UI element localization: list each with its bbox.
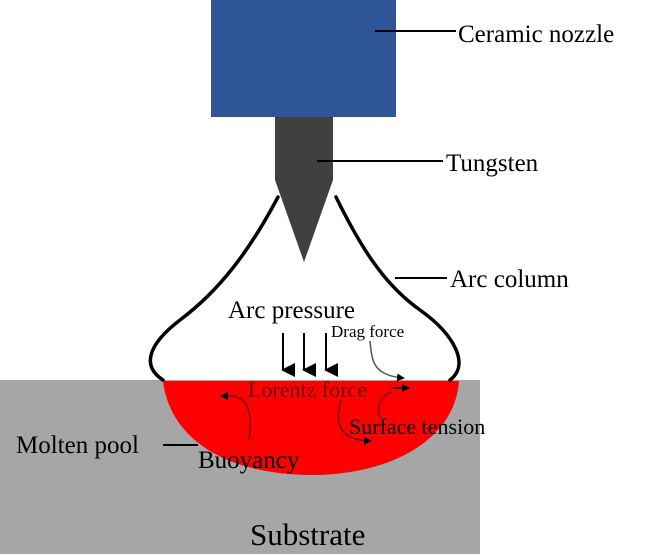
- molten-pool: [163, 381, 459, 475]
- arc-column-left: [148, 195, 280, 382]
- arc-column-right: [334, 195, 461, 382]
- drag-force-arrow: [369, 340, 405, 382]
- flow-arrow-right: [337, 399, 372, 445]
- label-molten-pool: Molten pool: [16, 432, 139, 459]
- label-ceramic-nozzle: Ceramic nozzle: [458, 21, 614, 48]
- label-drag-force: Drag force: [331, 322, 404, 341]
- label-arc-pressure: Arc pressure: [228, 297, 355, 324]
- surface-tension-arrow: [377, 391, 393, 421]
- ceramic-nozzle: [211, 0, 396, 117]
- label-lorentz-force: Lorentz force: [248, 377, 367, 402]
- label-arc-column: Arc column: [450, 266, 569, 293]
- flow-arrow-left: [220, 392, 251, 441]
- label-buoyancy: Buoyancy: [198, 447, 300, 474]
- label-surface-tension: Surface tension: [349, 414, 485, 439]
- label-tungsten: Tungsten: [446, 150, 539, 177]
- tungsten-electrode: [275, 117, 333, 262]
- label-substrate: Substrate: [250, 517, 365, 552]
